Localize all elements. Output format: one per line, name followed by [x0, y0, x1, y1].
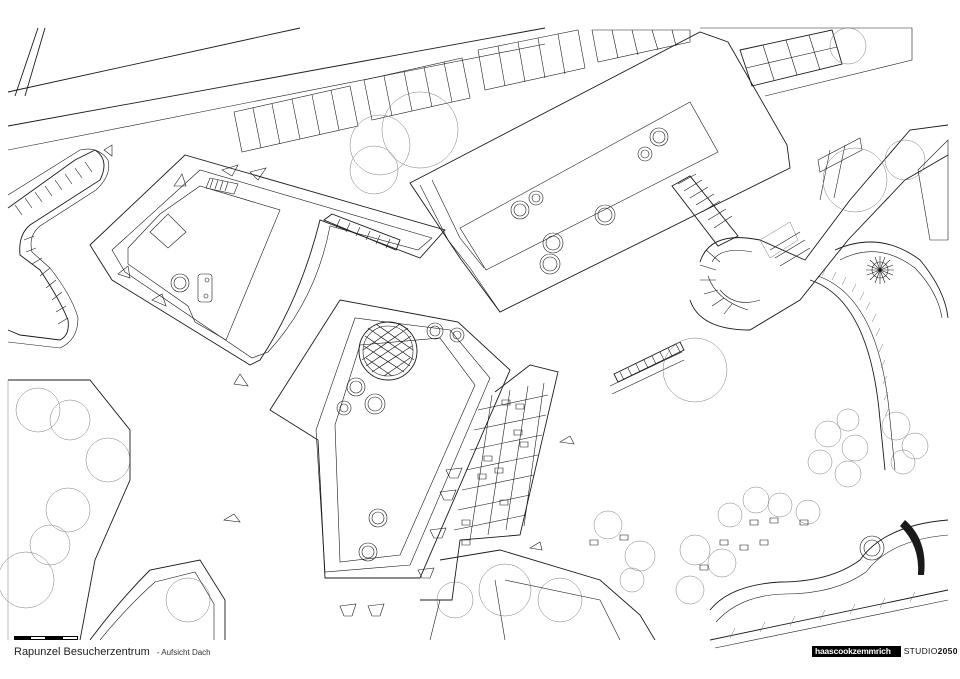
section-markers [103, 144, 575, 617]
scale-bar-icon [14, 636, 78, 640]
trees [0, 91, 929, 623]
drawing-title: Rapunzel Besucherzentrum [14, 646, 150, 658]
studio-label: STUDIO2050 [904, 646, 958, 657]
lower-stub [429, 549, 656, 641]
street-lines [7, 27, 913, 151]
plaza-paving [420, 364, 559, 601]
parking-stalls [233, 29, 691, 153]
credits-block: haascookzemmrich STUDIO2050 [812, 646, 958, 657]
drawing-subtitle: - Aufsicht Dach [156, 648, 211, 657]
glass-canopy [739, 27, 867, 87]
seating-clusters [461, 399, 809, 571]
curved-path [809, 241, 949, 471]
studio-number: 2050 [937, 646, 958, 656]
studio-prefix: STUDIO [903, 646, 938, 656]
firm-name: haascookzemmrich [812, 646, 901, 657]
terrace-bench [609, 341, 685, 395]
stair-bridge [323, 173, 739, 251]
left-landscape [7, 148, 226, 641]
lower-right-garden [709, 139, 949, 649]
building-roof-lower [269, 299, 511, 579]
building-roof-center [409, 31, 791, 313]
amphitheatre [689, 124, 949, 331]
drawing-title-block: Rapunzel Besucherzentrum - Aufsicht Dach [14, 646, 211, 658]
